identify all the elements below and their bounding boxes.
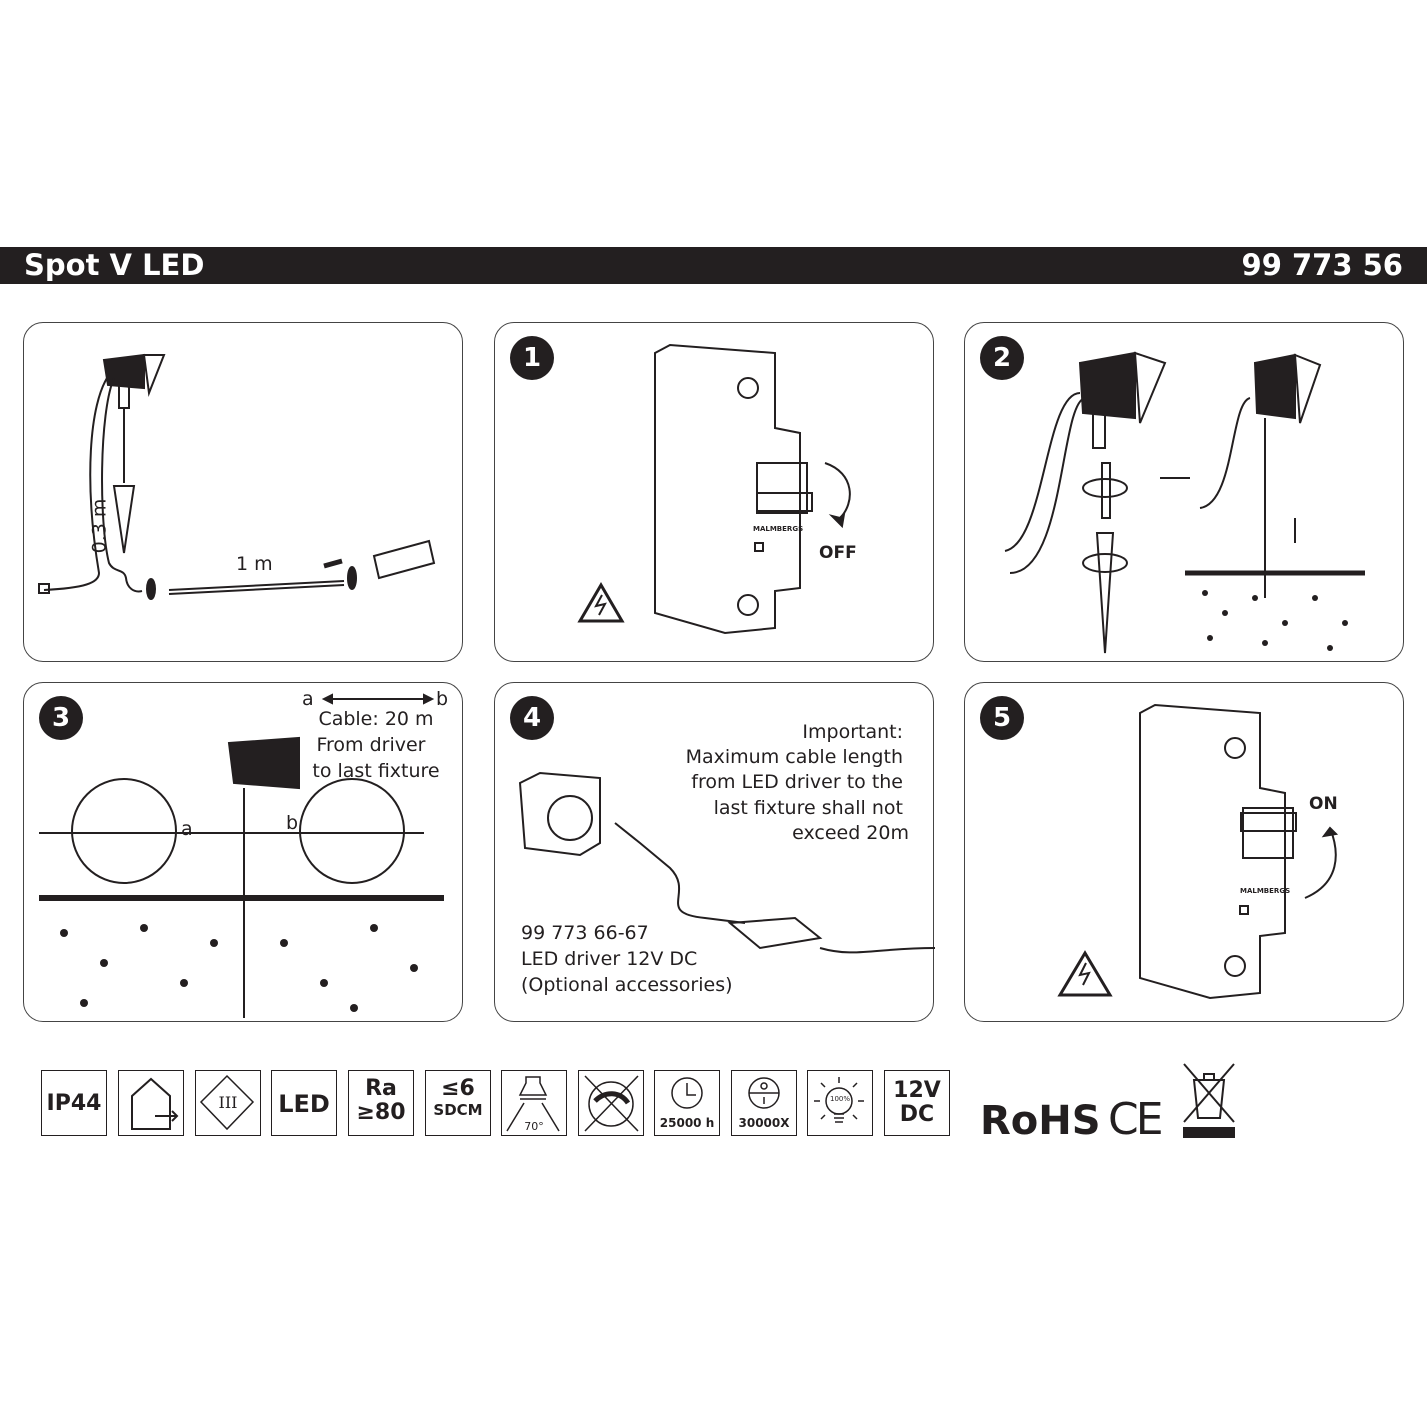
note-line-2: Maximum cable length [685, 746, 903, 768]
step-number: 5 [980, 696, 1024, 740]
panel-step-5: 5 MALMBERGS ON [964, 682, 1404, 1022]
brand-label: MALMBERGS [753, 525, 804, 533]
soil-pattern [1202, 590, 1348, 651]
panel-overview: 0.3 m 1 m [23, 322, 463, 662]
instant-light-icon: 100% [807, 1070, 873, 1136]
connector-b: b [286, 812, 299, 834]
led-icon: LED [271, 1070, 337, 1136]
label-a: a [302, 688, 314, 710]
product-title: Spot V LED [24, 248, 205, 282]
switch-state-on: ON [1309, 794, 1338, 814]
connector-a: a [181, 818, 193, 840]
circuit-breaker-on-illustration [1057, 703, 1339, 1000]
panel-step-1: 1 MALMBERGS OFF [494, 322, 934, 662]
spotlight-assembly-illustration [1004, 351, 1365, 654]
cable-connection-illustration [39, 693, 444, 1018]
circuit-breaker-off-illustration [577, 343, 851, 635]
panel-step-2: 2 [964, 322, 1404, 662]
cable-length-short: 0.3 m [88, 498, 111, 554]
weee-crossed-bin-icon [1183, 1063, 1235, 1138]
step-number: 4 [510, 696, 554, 740]
header-bar: Spot V LED 99 773 56 [0, 247, 1427, 284]
switch-cycles-icon: 30000X [731, 1070, 797, 1136]
cable-line-2: From driver [316, 734, 426, 756]
rohs-logo: RoHS [980, 1098, 1101, 1144]
cable-line-3: to last fixture [312, 760, 440, 782]
step-number: 3 [39, 696, 83, 740]
spotlight-wiring-illustration [38, 353, 436, 600]
driver-line-1: 99 773 66-67 [521, 922, 649, 944]
cable-line-1: Cable: 20 m [318, 708, 434, 730]
note-line-5: exceed 20m [792, 822, 909, 844]
cri-icon: Ra≥80 [348, 1070, 414, 1136]
step-number: 1 [510, 336, 554, 380]
label-b: b [436, 688, 449, 710]
switch-state-off: OFF [819, 543, 857, 563]
cable-length-long: 1 m [236, 553, 273, 575]
lifetime-icon: 25000 h [654, 1070, 720, 1136]
note-line-3: from LED driver to the [691, 771, 903, 793]
step-number: 2 [980, 336, 1024, 380]
panel-step-3: 3 a b Cable: 20 m From driver to last fi… [23, 682, 463, 1022]
protection-class-iii-icon: III [195, 1070, 261, 1136]
ip44-icon: IP44 [41, 1070, 107, 1136]
note-line-1: Important: [802, 721, 903, 743]
not-dimmable-icon [578, 1070, 644, 1136]
brand-label: MALMBERGS [1240, 887, 1291, 895]
beam-angle-icon: 70° [501, 1070, 567, 1136]
note-line-4: last fixture shall not [713, 797, 903, 819]
panel-step-4: 4 Important: Maximum cable length from L… [494, 682, 935, 1022]
article-number: 99 773 56 [1241, 248, 1403, 282]
ce-mark: CE [1108, 1094, 1164, 1145]
driver-plug-illustration [518, 771, 935, 954]
driver-line-2: LED driver 12V DC [521, 948, 698, 970]
indoor-outdoor-icon [118, 1070, 184, 1136]
driver-line-3: (Optional accessories) [521, 974, 733, 996]
soil-pattern [60, 924, 418, 1012]
